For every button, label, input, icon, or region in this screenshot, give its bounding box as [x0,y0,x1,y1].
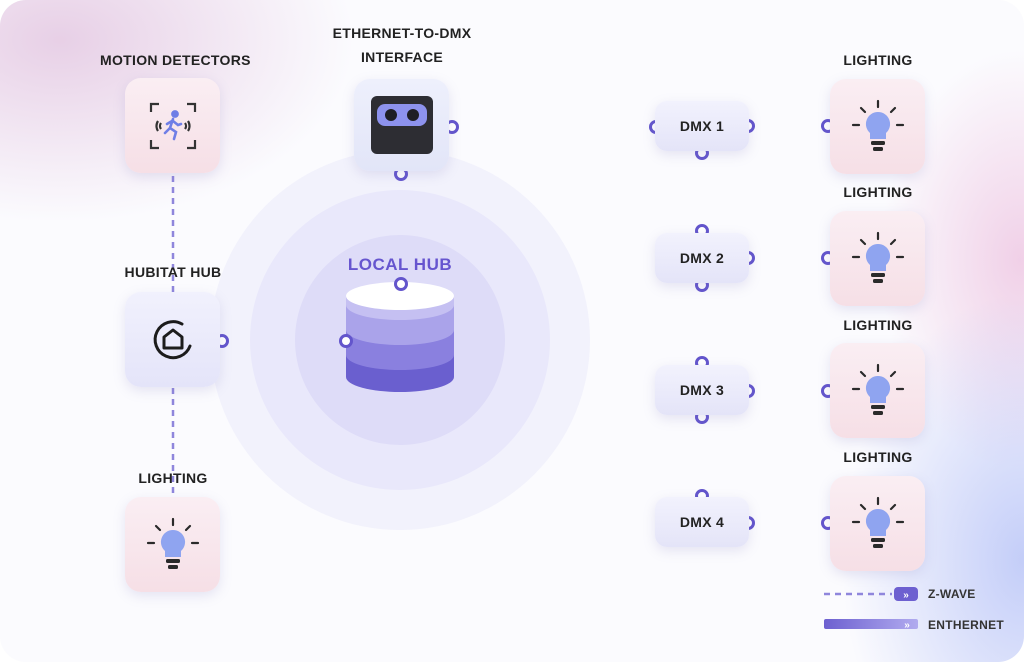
lighting-1-label: LIGHTING [843,52,913,68]
lighting-4-label: LIGHTING [843,449,913,465]
dmx-interface-icon [354,79,449,171]
motion-detector-icon [125,78,220,173]
legend-ethernet-line [824,619,918,629]
lighting-node-4[interactable] [830,476,925,571]
dmx-node-3[interactable]: DMX 3 [655,365,749,415]
lighting-2-label: LIGHTING [843,184,913,200]
hubitat-home-icon [125,292,220,387]
interface-label-line2: INTERFACE [360,49,444,65]
lighting-3-label: LIGHTING [843,317,913,333]
database-icon [346,282,454,392]
svg-text:»: » [904,620,910,631]
lightbulb-icon [830,211,925,306]
local-hub-label: LOCAL HUB [347,255,453,274]
motion-detector-node[interactable] [125,78,220,173]
hubitat-hub-label: HUBITAT HUB [124,264,222,280]
legend-zwave-chip [894,587,918,601]
lighting-node-1[interactable] [830,79,925,174]
lightbulb-icon [830,79,925,174]
lighting-node-3[interactable] [830,343,925,438]
interface-label-line1: ETHERNET-TO-DMX [332,25,472,41]
lighting-node-left[interactable] [125,497,220,592]
dmx-node-2[interactable]: DMX 2 [655,233,749,283]
hubitat-hub-node[interactable] [125,292,220,387]
lightbulb-icon [830,476,925,571]
lightbulb-icon [125,497,220,592]
lighting-node-2[interactable] [830,211,925,306]
lightbulb-icon [830,343,925,438]
legend-ethernet-label: ENTHERNET [928,618,1005,632]
ethernet-dmx-interface-node[interactable] [354,79,449,171]
lighting-left-label: LIGHTING [138,470,208,486]
dmx-node-4[interactable]: DMX 4 [655,497,749,547]
dmx-node-1[interactable]: DMX 1 [655,101,749,151]
motion-detectors-label: MOTION DETECTORS [100,52,251,68]
svg-text:»: » [903,590,909,601]
legend-zwave-label: Z-WAVE [928,587,976,601]
